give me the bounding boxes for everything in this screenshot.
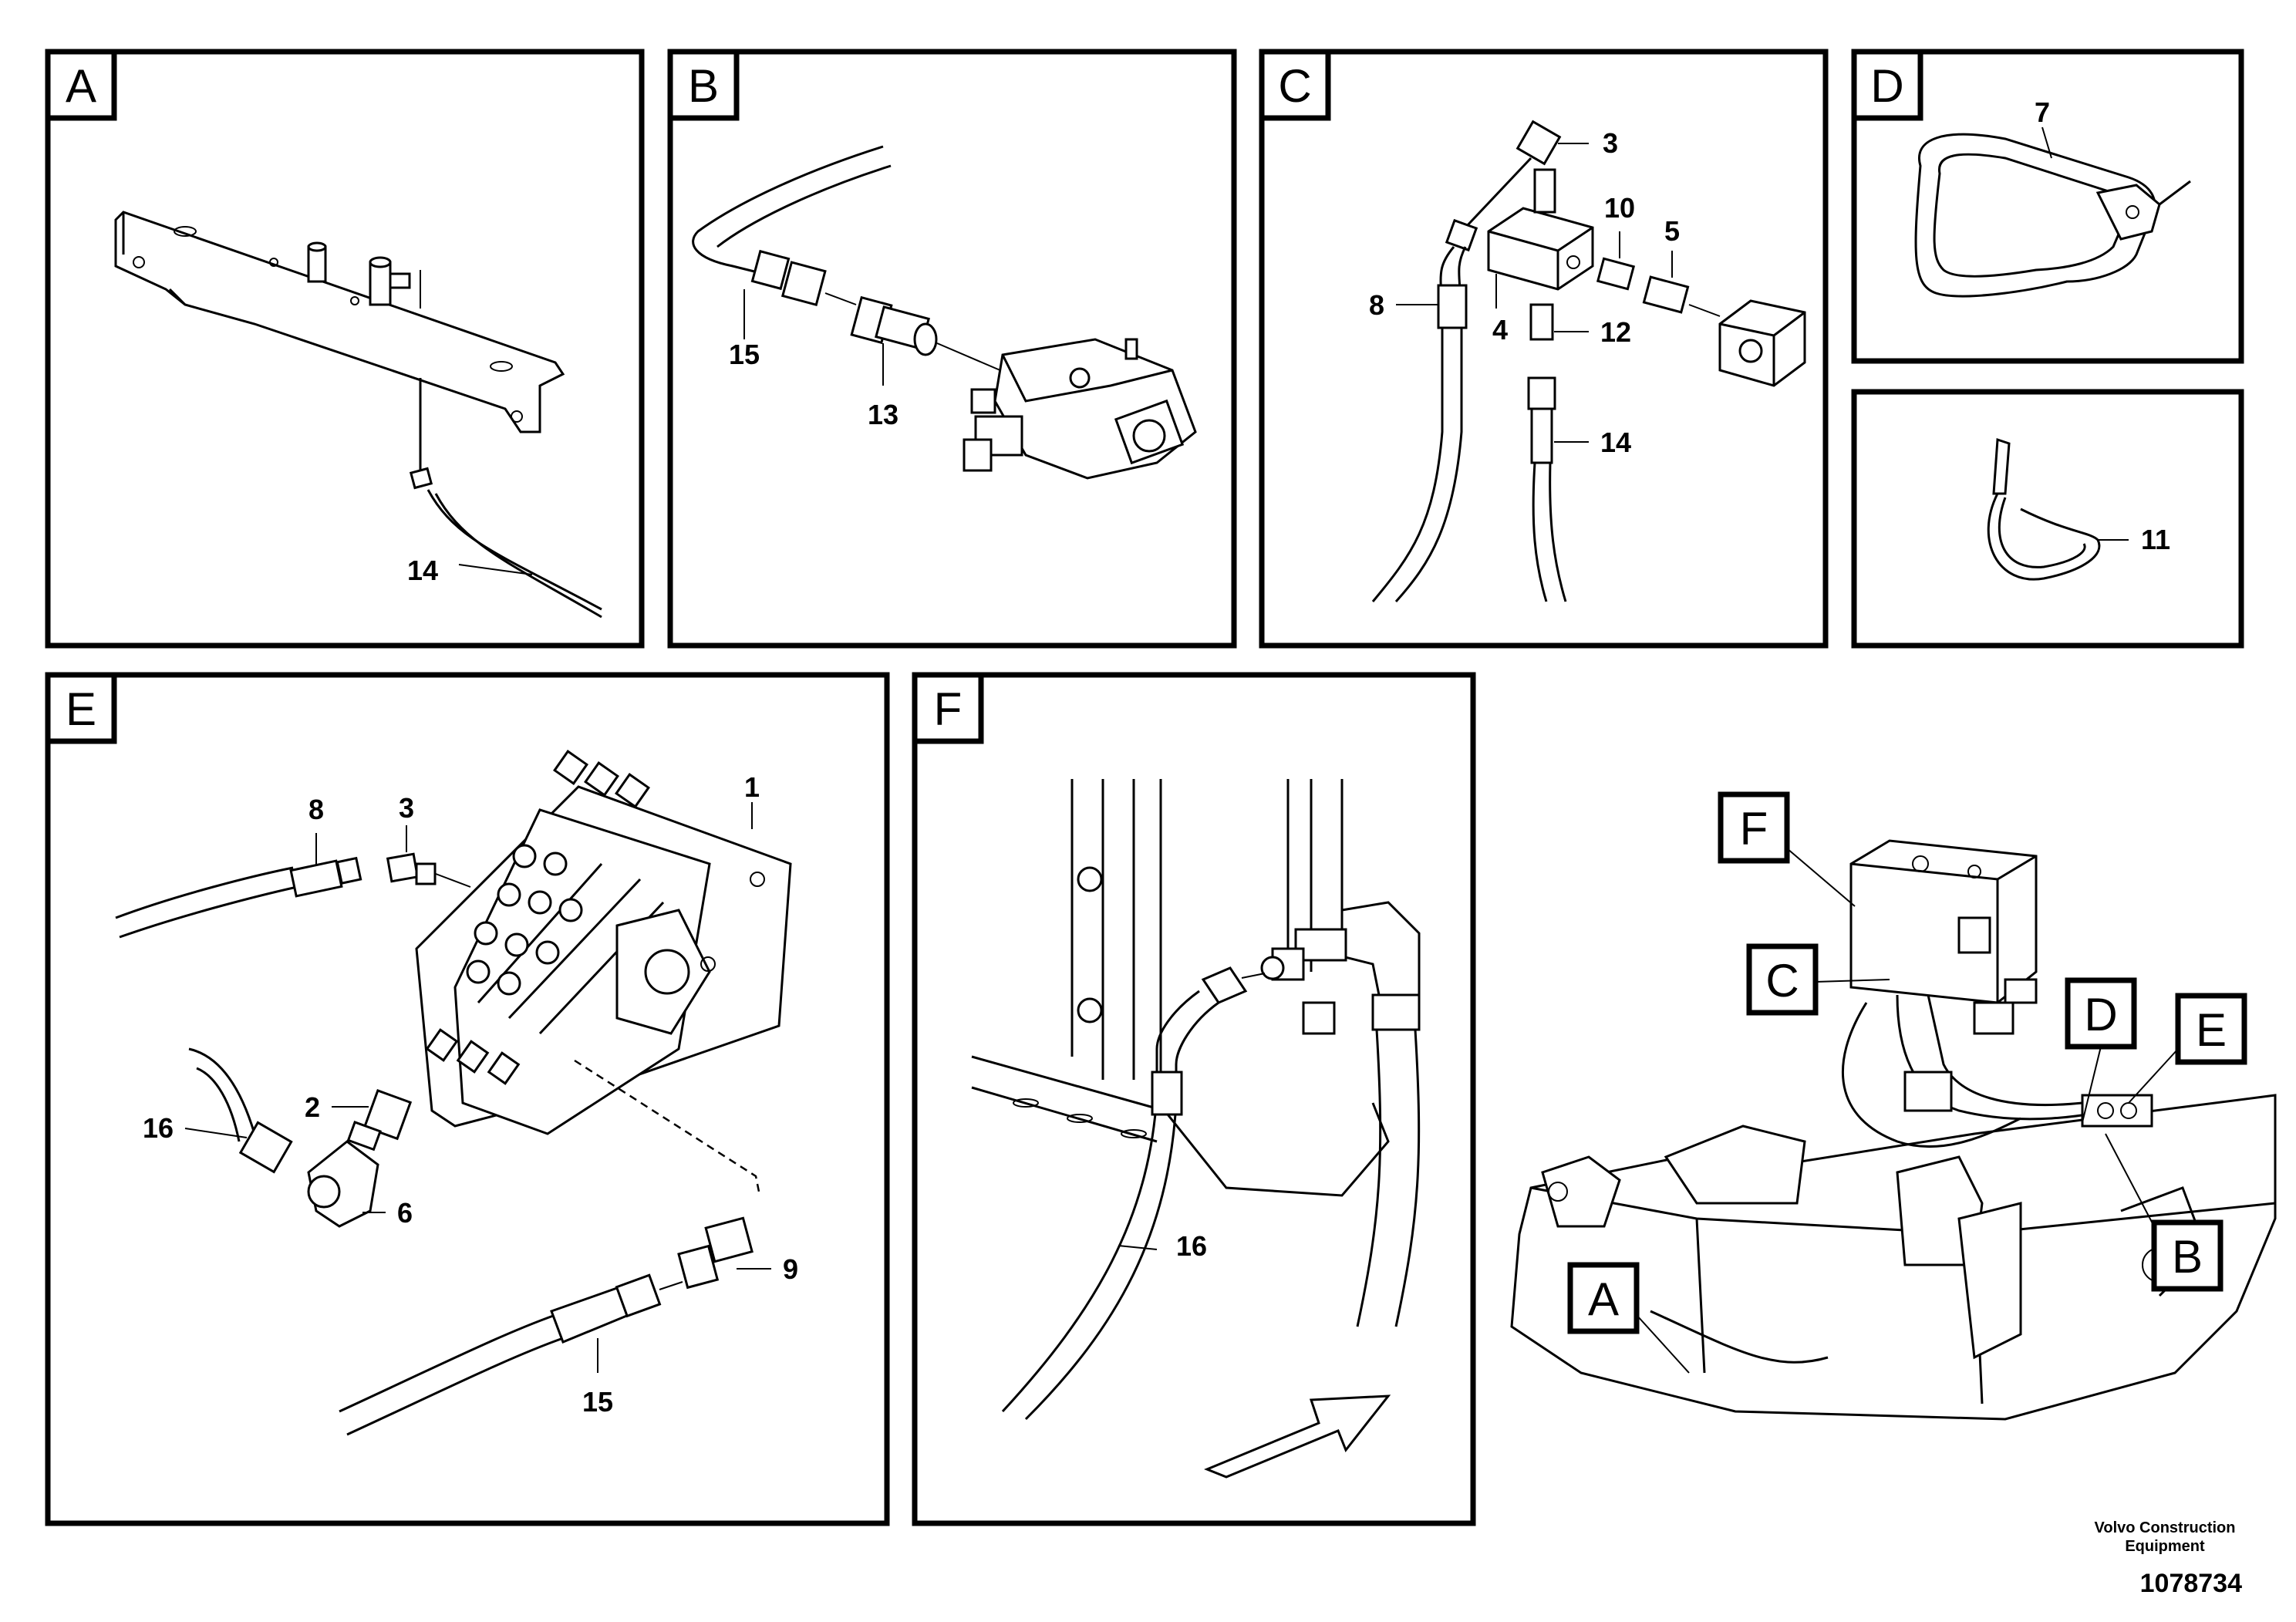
panel-a-label: A xyxy=(66,60,96,112)
panel-f: F 16 xyxy=(912,672,1476,1526)
panel-a: A 14 xyxy=(45,49,645,649)
callout-d-7: 7 xyxy=(2035,96,2050,128)
hose-clamp xyxy=(1914,133,2191,298)
overview-label-f: F xyxy=(1740,803,1768,855)
panel-f-label: F xyxy=(934,683,963,735)
panel-cable-tie: 11 xyxy=(1851,389,2244,649)
panel-b-label: B xyxy=(688,60,719,112)
overview-label-e: E xyxy=(2196,1004,2227,1056)
callout-e-3: 3 xyxy=(399,792,414,824)
callout-c-3: 3 xyxy=(1603,127,1618,159)
tee-fitting xyxy=(850,295,938,356)
view-direction-arrow xyxy=(1204,1394,1391,1479)
cable-tie xyxy=(1987,437,2101,581)
callout-e-8: 8 xyxy=(308,794,324,825)
callout-a-14: 14 xyxy=(407,555,438,586)
callout-b-13: 13 xyxy=(868,399,899,430)
overview-label-d: D xyxy=(2084,989,2117,1040)
callout-e-16: 16 xyxy=(143,1112,174,1144)
callout-b-15: 15 xyxy=(729,339,760,370)
callout-f-16: 16 xyxy=(1176,1230,1207,1262)
callout-e-1: 1 xyxy=(744,771,760,803)
machine-overview: F C D E B A xyxy=(1510,791,2277,1421)
callout-e-2: 2 xyxy=(305,1091,320,1123)
document-number: 1078734 xyxy=(2139,1569,2242,1598)
callout-e-6: 6 xyxy=(397,1197,413,1229)
junction-block xyxy=(1487,168,1594,291)
panel-e: E 1 xyxy=(45,672,890,1526)
panel-d: D 7 xyxy=(1851,49,2244,364)
overview-label-a: A xyxy=(1588,1273,1619,1325)
panel-b: B 15 13 xyxy=(667,49,1237,649)
callout-d2-11: 11 xyxy=(2141,524,2170,555)
brand-name: Volvo Construction Equipment xyxy=(2094,1519,2236,1555)
overview-label-b: B xyxy=(2172,1231,2203,1283)
callout-e-9: 9 xyxy=(783,1253,798,1285)
callout-c-5: 5 xyxy=(1664,215,1680,247)
callout-c-14: 14 xyxy=(1600,427,1631,458)
panel-c-label: C xyxy=(1278,60,1311,112)
panel-d-label: D xyxy=(1870,60,1903,112)
panel-c: C 3 8 4 10 5 xyxy=(1259,49,1829,649)
callout-c-12: 12 xyxy=(1600,316,1631,348)
callout-e-15: 15 xyxy=(582,1386,613,1418)
panel-e-label: E xyxy=(66,683,96,735)
callout-c-4: 4 xyxy=(1492,314,1508,346)
mounting-bracket xyxy=(114,211,565,433)
valve-bank xyxy=(415,750,792,1135)
overview-label-c: C xyxy=(1765,955,1799,1007)
callout-c-10: 10 xyxy=(1604,192,1635,224)
control-valve xyxy=(963,338,1197,480)
callout-c-8: 8 xyxy=(1369,289,1384,321)
